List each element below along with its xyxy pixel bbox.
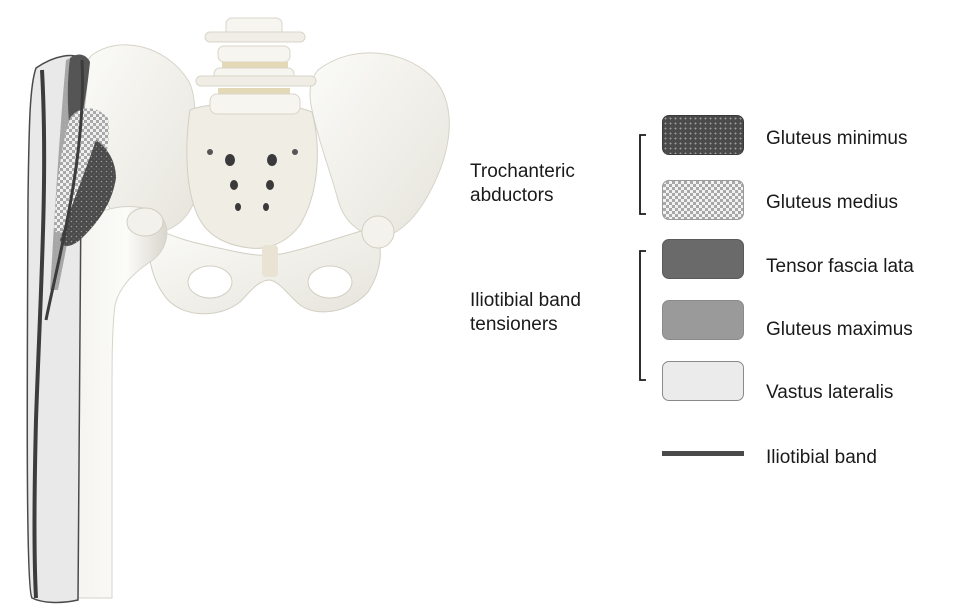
legend-swatch-tensor-fascia-lata (662, 239, 744, 279)
group-label-trochanteric-line1: Trochanteric (470, 160, 575, 184)
legend-label-vastus-lateralis: Vastus lateralis (766, 381, 893, 405)
legend-label-gluteus-minimus: Gluteus minimus (766, 127, 908, 151)
group-label-trochanteric-line2: abductors (470, 184, 575, 208)
legend-label-gluteus-medius: Gluteus medius (766, 191, 898, 215)
iliotibial-bracket (640, 251, 646, 380)
legend-swatch-gluteus-minimus (662, 115, 744, 155)
legend-swatch-gluteus-maximus (662, 300, 744, 340)
trochanteric-bracket (640, 135, 646, 214)
legend-swatch-vastus-lateralis (662, 361, 744, 401)
group-label-iliotibial-line1: Iliotibial band (470, 289, 581, 313)
legend-label-iliotibial-band: Iliotibial band (766, 446, 877, 470)
lumbar-spine (196, 18, 316, 114)
group-label-iliotibial: Iliotibial band tensioners (470, 289, 581, 337)
legend-label-tensor-fascia-lata: Tensor fascia lata (766, 255, 914, 279)
legend-label-gluteus-maximus: Gluteus maximus (766, 318, 913, 342)
group-label-trochanteric: Trochanteric abductors (470, 160, 575, 208)
legend-swatch-gluteus-medius (662, 180, 744, 220)
group-label-iliotibial-line2: tensioners (470, 313, 581, 337)
legend-swatch-iliotibial-band (662, 451, 744, 456)
